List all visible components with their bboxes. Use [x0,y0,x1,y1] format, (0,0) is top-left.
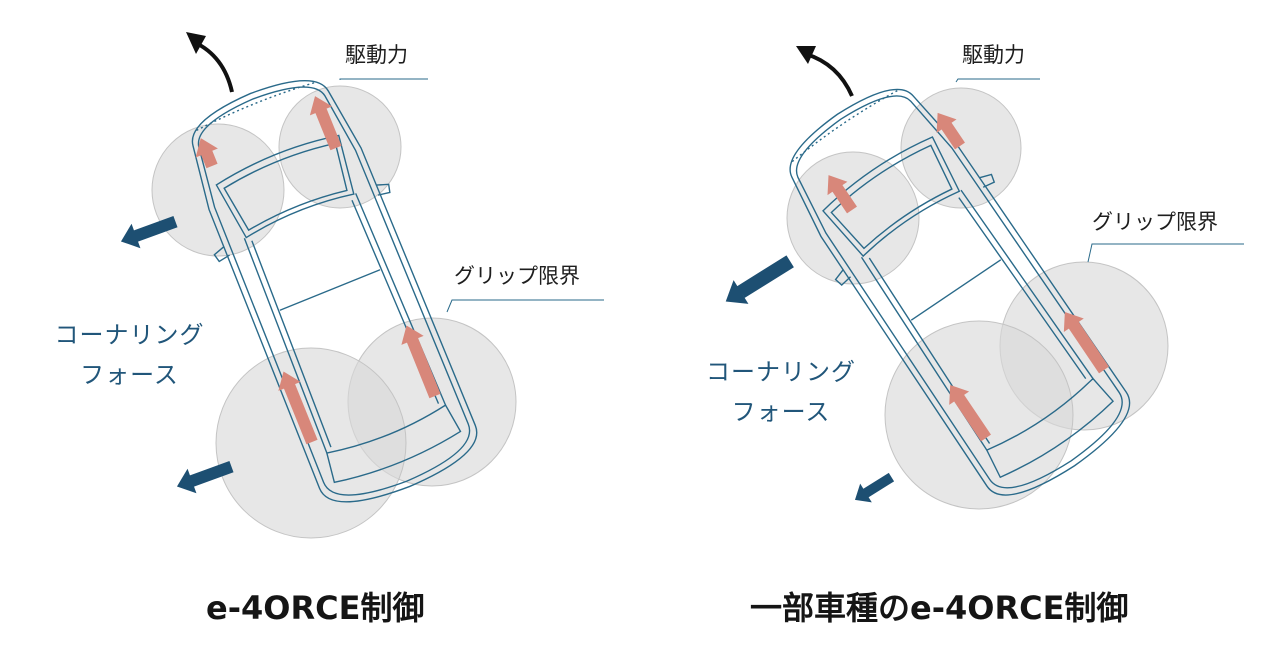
grip-circle-rear-left [884,320,1074,510]
grip-limit-label: グリップ限界 [1092,210,1218,234]
cornering-arrow-front [725,255,794,304]
drive-arrow-front-right [309,96,342,151]
drive-arrow-rear-right [401,325,441,399]
right-panel: 駆動力 グリップ限界 コーナリング フォース 一部車種のe-4ORCE制御 [640,0,1280,670]
right-diagram [725,46,1244,510]
cornering-arrow-rear [854,472,895,503]
cornering-force-arrows [725,255,895,503]
cornering-arrow-front [120,215,178,249]
drive-force-label: 駆動力 [345,43,408,67]
turning-arrow [186,32,234,93]
left-diagram [120,32,604,539]
drive-force-arrows [827,112,1109,442]
grip-limit-label: グリップ限界 [454,264,580,288]
grip-circle-front-right [900,87,1022,209]
caption-left: e-4ORCE制御 [206,589,425,627]
grip-circle-front-left [151,123,285,257]
car-outline [789,88,1131,496]
cornering-force-line2: フォース [80,361,179,389]
cornering-force-arrows [120,215,234,494]
cornering-arrow-rear [176,460,234,494]
left-panel: 駆動力 グリップ限界 コーナリング フォース e-4ORCE制御 [42,32,604,627]
grip-circle-front-right [278,85,402,209]
car-outline [191,79,478,503]
drive-arrow-rear-left [278,371,318,445]
grip-circle-rear-left [215,347,407,539]
cornering-force-line1: コーナリング [54,321,205,349]
cornering-force-label: コーナリング フォース [42,315,217,395]
grip-label-leader [446,299,604,313]
drive-force-label: 駆動力 [962,43,1025,67]
drive-arrow-front-left [827,175,857,214]
drive-arrow-front-left [195,138,218,169]
turning-arrow [796,46,854,97]
cornering-force-line1: コーナリング [706,358,856,386]
caption-right: 一部車種のe-4ORCE制御 [750,589,1129,627]
cornering-force-line2: フォース [731,398,831,426]
cornering-force-label: コーナリング フォース [696,352,866,432]
drive-arrow-rear-left [949,384,991,442]
drive-label-leader [955,78,1040,83]
drive-arrow-front-right [936,112,965,150]
drive-arrow-rear-right [1063,311,1109,374]
drive-force-arrows [195,96,441,445]
grip-label-leader [1087,243,1244,263]
drive-label-leader [339,78,428,80]
grip-circle-front-left [786,151,920,285]
